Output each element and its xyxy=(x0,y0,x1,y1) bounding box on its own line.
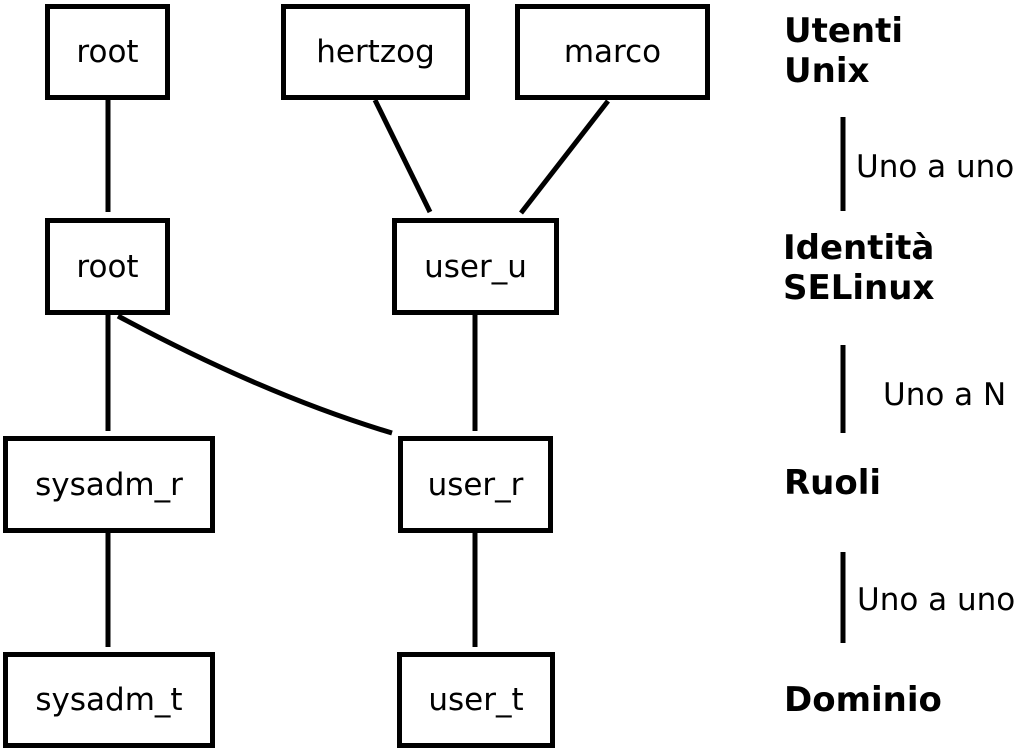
node-label: root xyxy=(76,248,139,285)
arrow-marco-to-useru xyxy=(519,99,610,215)
node-label: marco xyxy=(563,34,662,70)
legend-utenti-unix: Utenti Unix xyxy=(784,11,904,91)
node-domain-user-t: user_t xyxy=(397,652,555,748)
node-label: sysadm_r xyxy=(35,466,183,503)
node-label: user_u xyxy=(424,248,527,285)
node-domain-sysadm-t: sysadm_t xyxy=(3,652,215,748)
node-label: sysadm_t xyxy=(35,682,183,718)
legend-dominio: Dominio xyxy=(784,680,942,720)
node-unix-user-hertzog: hertzog xyxy=(281,4,470,100)
node-label: user_t xyxy=(428,682,524,718)
legend-identita-selinux: Identità SELinux xyxy=(783,228,935,308)
node-unix-user-root: root xyxy=(45,4,170,100)
node-label: user_r xyxy=(427,466,524,503)
node-label: hertzog xyxy=(316,34,435,70)
node-selinux-identity-root: root xyxy=(45,218,170,315)
node-unix-user-marco: marco xyxy=(515,4,710,100)
node-role-sysadm-r: sysadm_r xyxy=(3,436,215,533)
legend-uno-a-n: Uno a N xyxy=(883,377,1007,413)
legend-uno-a-uno-2: Uno a uno xyxy=(857,582,1016,618)
legend-ruoli: Ruoli xyxy=(784,463,882,503)
node-role-user-r: user_r xyxy=(398,436,553,533)
node-selinux-identity-user-u: user_u xyxy=(392,218,559,315)
node-label: root xyxy=(76,34,139,70)
arrow-hertzog-to-useru xyxy=(372,98,433,214)
arrow-selroot-to-userr xyxy=(116,313,393,436)
legend-uno-a-uno-1: Uno a uno xyxy=(856,149,1015,185)
